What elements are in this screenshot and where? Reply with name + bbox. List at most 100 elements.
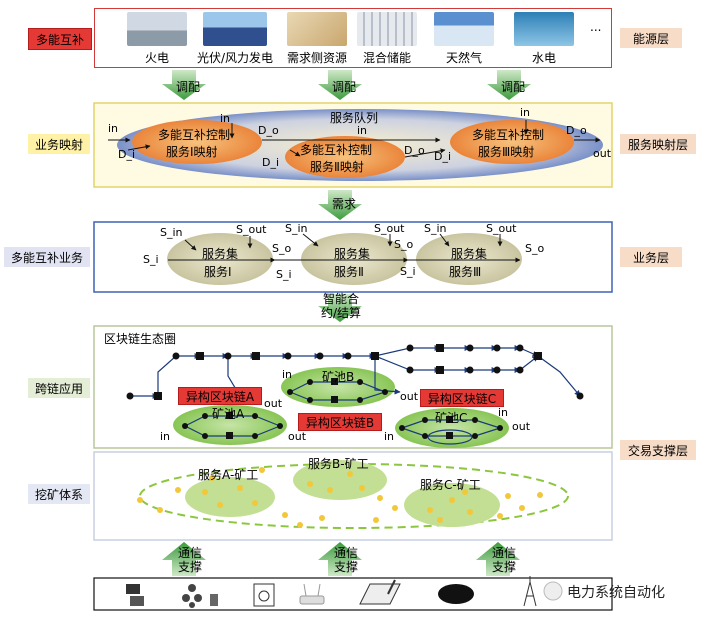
- hetero-chain-c: 异构区块链C: [420, 389, 504, 407]
- watermark-text: 电力系统自动化: [567, 585, 665, 601]
- miner-a-ellipse: [185, 477, 275, 517]
- service-map-3-ellipse: [450, 120, 574, 164]
- gas-tank-icon: [434, 12, 494, 46]
- miner-c-label: 服务C-矿工: [420, 478, 481, 492]
- source-hydro-label: 水电: [531, 51, 556, 65]
- dispatch-arrow-3: [487, 70, 531, 100]
- biz-sin-1: S_in: [160, 226, 183, 239]
- biz-sin-3: S_in: [424, 222, 447, 235]
- source-hydro: 水电: [512, 12, 576, 66]
- black-disk-icon: [438, 584, 474, 604]
- server-icon: [126, 584, 144, 606]
- house-icon: [287, 12, 347, 46]
- label-business-layer: 业务层: [620, 247, 682, 267]
- pool-a-in: in: [160, 430, 171, 443]
- demand-arrow: [318, 190, 362, 220]
- tower-icon: [523, 576, 537, 607]
- source-demand: 需求侧资源: [280, 12, 354, 66]
- storage-icon: [357, 12, 417, 46]
- label-cross-chain: 跨链应用: [28, 378, 90, 398]
- label-trade-support-layer: 交易支撑层: [620, 440, 696, 460]
- chain-network: [130, 345, 581, 445]
- comm-arrow-2: [318, 542, 362, 576]
- crowd-icon: [182, 584, 218, 608]
- mapping-di-2: D_i: [262, 156, 280, 169]
- source-demand-label: 需求侧资源: [286, 51, 347, 65]
- router-icon: [299, 583, 325, 605]
- hetero-chain-a: 异构区块链A: [178, 387, 262, 405]
- biz-sout-1: S_out: [236, 223, 267, 236]
- pool-b-out: out: [400, 390, 419, 403]
- pool-c-out: out: [512, 420, 531, 433]
- miner-c-ellipse: [404, 483, 500, 527]
- biz-set-label-2: 服务集: [334, 247, 371, 261]
- source-more: ...: [590, 20, 602, 34]
- comm-label-2: 通信支撑: [333, 546, 358, 574]
- control-label-3: 多能互补控制: [472, 128, 545, 142]
- pool-a-out-top: out: [264, 397, 283, 410]
- mapping-do-2: D_o: [404, 144, 425, 157]
- hetero-chain-b: 异构区块链B: [298, 413, 382, 431]
- mapping-di-3: D_i: [434, 150, 452, 163]
- biz-set-label-1: 服务集: [202, 247, 239, 261]
- smart-contract-label: 智能合约/结算: [320, 292, 362, 320]
- source-thermal-label: 火电: [144, 51, 169, 65]
- pool-b-in: in: [282, 368, 293, 381]
- hydro-dam-icon: [514, 12, 574, 46]
- biz-service-1: 服务Ⅰ: [204, 265, 232, 279]
- business-set-2-ellipse: [301, 233, 407, 285]
- pool-c-in: in: [384, 430, 395, 443]
- pool-a-out: out: [288, 430, 307, 443]
- wechat-icon: [543, 581, 563, 601]
- dispatch-label-2: 调配: [332, 80, 357, 94]
- biz-sout-2: S_out: [374, 222, 405, 235]
- biz-so-2: S_o: [394, 238, 414, 251]
- device-box: [93, 577, 613, 611]
- comm-label-1: 通信支撑: [177, 546, 202, 574]
- blockchain-title: 区块链生态圈: [104, 332, 177, 346]
- mapping-in-2: in: [220, 112, 231, 125]
- business-set-3-ellipse: [416, 233, 522, 285]
- biz-sin-2: S_in: [285, 222, 308, 235]
- mapping-out: out: [593, 147, 612, 160]
- miner-b-label: 服务B-矿工: [308, 457, 369, 471]
- source-pv-wind-label: 光伏/风力发电: [196, 51, 274, 65]
- source-gas-label: 天然气: [445, 51, 482, 65]
- mapping-do-1: D_o: [258, 124, 279, 137]
- source-storage: 混合储能: [355, 12, 419, 66]
- comm-label-3: 通信支撑: [491, 546, 516, 574]
- mapping-in-3: in: [357, 124, 368, 137]
- source-gas: 天然气: [432, 12, 496, 66]
- label-multi-energy-business: 多能互补业务: [4, 247, 90, 267]
- map-label-1: 服务Ⅰ映射: [166, 145, 218, 159]
- pool-b-ellipse: [281, 367, 395, 407]
- map-label-2: 服务Ⅱ映射: [310, 160, 364, 174]
- chain-nodes: [126, 344, 584, 439]
- source-storage-label: 混合储能: [362, 51, 411, 65]
- control-label-2: 多能互补控制: [300, 143, 373, 157]
- biz-si-3: S_i: [400, 265, 416, 278]
- label-multi-energy: 多能互补: [28, 28, 92, 50]
- comm-arrow-1: [162, 542, 206, 576]
- mining-dashed-ellipse: [139, 463, 569, 529]
- comm-arrow-3: [476, 542, 520, 576]
- biz-service-2: 服务Ⅱ: [334, 265, 364, 279]
- dispatch-label-3: 调配: [501, 80, 526, 94]
- pool-a-label: 矿池A: [212, 407, 245, 421]
- solar-panel-icon: [203, 12, 267, 46]
- biz-set-label-3: 服务集: [451, 247, 488, 261]
- miner-a-label: 服务A-矿工: [198, 468, 259, 482]
- service-queue-label: 服务队列: [330, 111, 379, 125]
- tablet-icon: [359, 579, 401, 605]
- control-label-1: 多能互补控制: [158, 128, 231, 142]
- biz-so-1: S_o: [272, 242, 292, 255]
- pool-b-label: 矿池B: [322, 370, 355, 384]
- dispatch-label-1: 调配: [176, 80, 201, 94]
- demand-label: 需求: [332, 197, 357, 211]
- mapping-di-1: D_i: [118, 148, 136, 161]
- label-service-mapping-layer: 服务映射层: [620, 134, 696, 154]
- biz-si-1: S_i: [143, 253, 159, 266]
- chip-icon: [253, 583, 275, 607]
- biz-sout-3: S_out: [486, 222, 517, 235]
